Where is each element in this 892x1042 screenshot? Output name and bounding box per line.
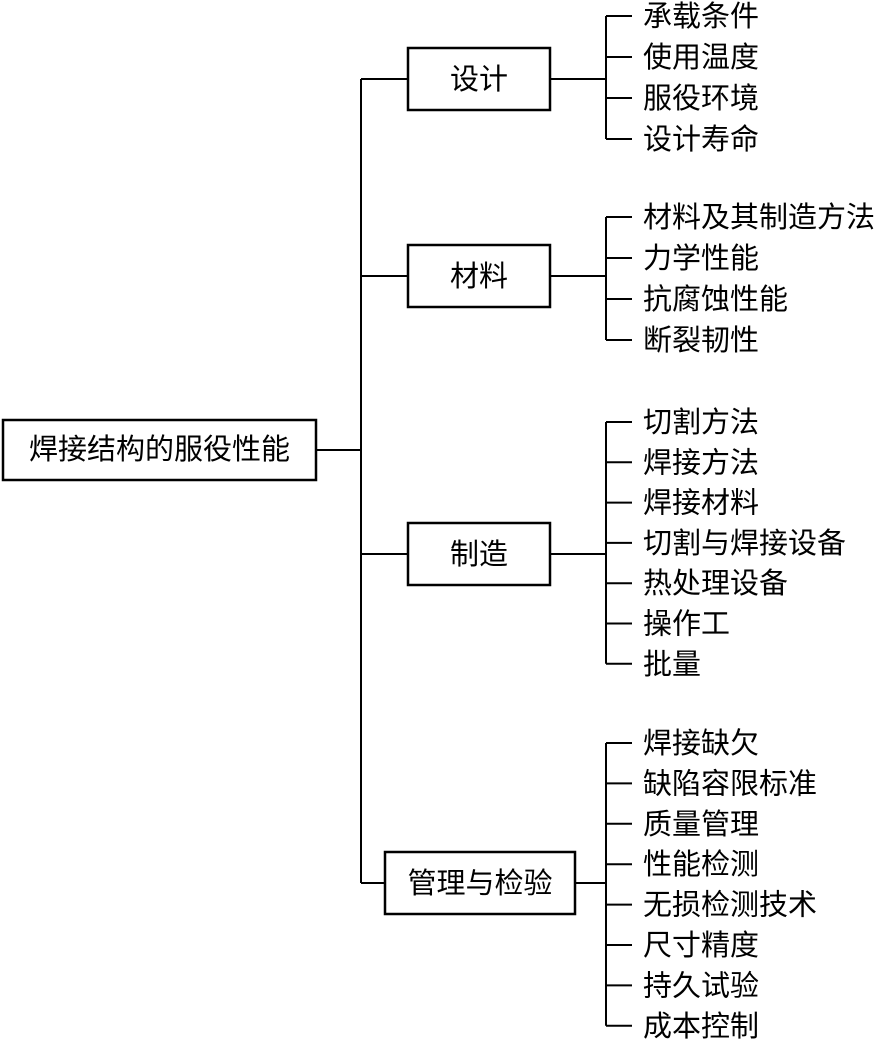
leaf-label: 质量管理 xyxy=(643,807,759,841)
leaf-label: 焊接缺欠 xyxy=(643,726,759,760)
branch-label: 设计 xyxy=(450,62,508,96)
leaf-label: 材料及其制造方法 xyxy=(643,200,875,234)
leaf-label: 服役环境 xyxy=(643,81,759,115)
leaf-label: 缺陷容限标准 xyxy=(643,766,817,800)
leaf-items: 承载条件使用温度服役环境设计寿命材料及其制造方法力学性能抗腐蚀性能断裂韧性切割方… xyxy=(643,0,875,1042)
leaf-label: 切割方法 xyxy=(643,405,759,439)
root-node: 焊接结构的服役性能 xyxy=(1,418,318,482)
leaf-label: 持久试验 xyxy=(643,968,759,1002)
leaf-label: 尺寸精度 xyxy=(643,928,759,962)
branch-box xyxy=(406,46,552,112)
leaf-label: 设计寿命 xyxy=(643,122,759,156)
connector-lines xyxy=(316,15,632,1027)
branch-label: 制造 xyxy=(450,537,508,571)
leaf-label: 使用温度 xyxy=(643,40,759,74)
leaf-label: 切割与焊接设备 xyxy=(643,526,846,560)
branch-node: 设计 xyxy=(406,46,552,112)
leaf-label: 性能检测 xyxy=(643,847,759,881)
leaf-label: 成本控制 xyxy=(643,1009,759,1042)
leaf-label: 无损检测技术 xyxy=(643,888,817,922)
leaf-label: 力学性能 xyxy=(643,241,759,275)
leaf-label: 操作工 xyxy=(643,607,730,641)
leaf-label: 焊接方法 xyxy=(643,445,759,479)
branch-node: 制造 xyxy=(406,521,552,587)
branch-node: 管理与检验 xyxy=(383,850,577,916)
leaf-label: 断裂韧性 xyxy=(643,323,759,357)
branch-box xyxy=(406,243,552,309)
root-label: 焊接结构的服役性能 xyxy=(29,432,290,466)
branch-node: 材料 xyxy=(406,243,552,309)
leaf-label: 抗腐蚀性能 xyxy=(643,282,788,316)
leaf-label: 批量 xyxy=(643,647,701,681)
leaf-label: 焊接材料 xyxy=(643,486,759,520)
branch-box xyxy=(383,850,577,916)
leaf-label: 热处理设备 xyxy=(643,566,788,600)
branch-label: 材料 xyxy=(450,259,508,293)
root-box xyxy=(1,418,318,482)
branch-label: 管理与检验 xyxy=(407,866,552,900)
branch-box xyxy=(406,521,552,587)
leaf-label: 承载条件 xyxy=(643,0,759,33)
